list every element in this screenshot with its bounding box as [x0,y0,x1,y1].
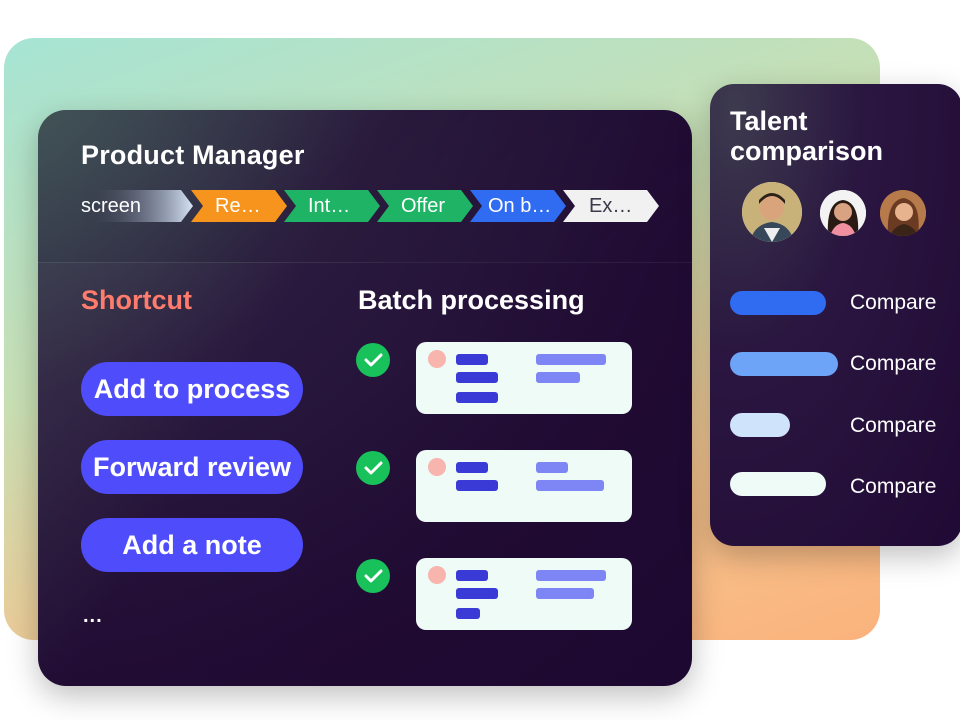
candidate-avatar[interactable] [880,190,926,236]
text-placeholder [456,608,480,619]
compare-label[interactable]: Compare [850,414,937,437]
batch-processing-title: Batch processing [358,285,585,315]
compare-bar [730,472,826,496]
talent-comparison-card: Talent comparison Compare Compare [710,84,960,546]
text-placeholder [456,588,498,599]
check-circle-icon[interactable] [356,451,390,485]
pipeline-stage-exit[interactable]: Ex… [563,190,659,222]
avatar-placeholder [428,458,446,476]
add-to-process-button[interactable]: Add to process [81,362,303,416]
compare-label[interactable]: Compare [850,352,937,375]
forward-review-button[interactable]: Forward review [81,440,303,494]
text-placeholder [456,372,498,383]
text-placeholder [456,480,498,491]
shortcut-title: Shortcut [81,285,192,315]
compare-bar [730,352,838,376]
text-placeholder [536,372,580,383]
check-circle-icon[interactable] [356,343,390,377]
text-placeholder [456,354,488,365]
more-actions[interactable]: ... [83,605,103,627]
pipeline-stage-label: Offer [401,195,446,217]
compare-bar [730,291,826,315]
pipeline-stage-offer[interactable]: Offer [377,190,473,222]
pipeline-stage-label: Re… [215,195,261,217]
add-note-button[interactable]: Add a note [81,518,303,572]
candidate-card[interactable] [416,342,632,414]
pipeline-stage-interview[interactable]: Int… [284,190,380,222]
compare-label[interactable]: Compare [850,475,937,498]
pipeline-stage-onboarding[interactable]: On b… [470,190,566,222]
pipeline-stage-review[interactable]: Re… [191,190,287,222]
text-placeholder [536,588,594,599]
candidate-avatar[interactable] [742,182,802,242]
pipeline-stage-label: Int… [308,195,351,217]
pipeline-stage-label: On b… [488,195,552,217]
pipeline-stage-screen[interactable]: screen [81,190,195,222]
pipeline-stage-label: Ex… [589,195,633,217]
text-placeholder [456,462,488,473]
avatar-placeholder [428,566,446,584]
compare-label[interactable]: Compare [850,291,937,314]
talent-comparison-title: Talent comparison [730,106,883,166]
text-placeholder [536,462,568,473]
job-title: Product Manager [81,140,305,170]
candidate-card[interactable] [416,558,632,630]
candidate-card[interactable] [416,450,632,522]
text-placeholder [456,570,488,581]
text-placeholder [536,480,604,491]
title-line: comparison [730,136,884,166]
job-card: Product Manager screen [38,110,692,686]
compare-bar [730,413,790,437]
text-placeholder [536,354,606,365]
job-header: Product Manager screen [38,110,692,263]
title-line: Talent [730,106,808,136]
text-placeholder [456,392,498,403]
avatar-placeholder [428,350,446,368]
candidate-avatar[interactable] [820,190,866,236]
text-placeholder [536,570,606,581]
pipeline-stage-label: screen [81,195,142,217]
recruiting-pipeline: screen Re… Int… Offer [81,190,681,222]
check-circle-icon[interactable] [356,559,390,593]
